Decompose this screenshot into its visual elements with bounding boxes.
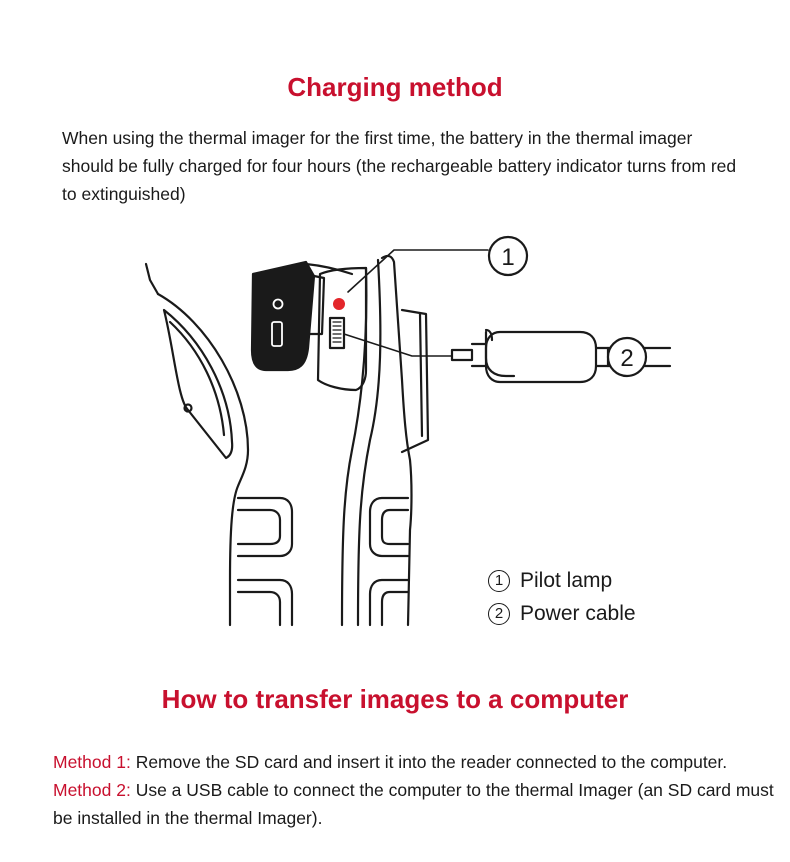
device-right-inner-curve <box>340 266 368 627</box>
right-grip-slot-2 <box>368 578 410 627</box>
callout-2-leader <box>343 333 453 357</box>
legend-number-1: 1 <box>488 569 510 592</box>
right-grip-slot-2-inner <box>380 590 410 627</box>
left-grip-slot-2 <box>236 578 294 627</box>
right-grip-slot-1-inner <box>380 508 410 546</box>
lens-housing-inner-line <box>168 320 226 437</box>
port-cover-flap <box>250 260 316 372</box>
flap-hinge-top <box>304 262 354 276</box>
flap-indicator-circle <box>272 298 284 310</box>
usb-plug-collar <box>470 342 488 368</box>
port-panel <box>316 266 368 392</box>
method-1-label: Method 1: <box>53 752 131 772</box>
method-1: Method 1: Remove the SD card and insert … <box>53 748 778 776</box>
method-1-text: Remove the SD card and insert it into th… <box>130 752 728 772</box>
device-right-side-line <box>356 258 382 627</box>
left-grip-slot-1-inner <box>236 508 282 546</box>
illustration-legend: 1 Pilot lamp 2 Power cable <box>488 564 636 630</box>
legend-item-pilot-lamp: 1 Pilot lamp <box>488 564 636 597</box>
usb-port-pins <box>332 321 342 343</box>
callout-1-number: 1 <box>501 244 514 271</box>
usb-plug-strain-relief <box>594 346 610 368</box>
usb-plug-tip <box>450 348 474 362</box>
device-right-edge-line <box>418 312 424 438</box>
method-2: Method 2: Use a USB cable to connect the… <box>53 776 778 832</box>
lens-housing-screw <box>183 403 193 413</box>
usb-plug-neck <box>484 330 516 378</box>
callout-2-number: 2 <box>620 345 633 372</box>
usb-plug-body <box>484 330 598 384</box>
left-grip-slot-2-inner <box>236 590 282 627</box>
legend-item-power-cable: 2 Power cable <box>488 597 636 630</box>
transfer-images-title: How to transfer images to a computer <box>161 684 629 714</box>
callout-1-badge: 1 <box>487 235 529 277</box>
charging-instructions: When using the thermal imager for the fi… <box>62 128 737 204</box>
lens-housing-outline <box>162 308 234 460</box>
device-left-outline <box>156 292 250 627</box>
callout-1-leader <box>347 249 489 293</box>
transfer-methods: Method 1: Remove the SD card and insert … <box>53 748 778 832</box>
device-right-back <box>380 254 413 627</box>
usb-plug-joint <box>484 328 494 342</box>
thermal-imager-drawing: 1 2 <box>144 235 672 627</box>
charging-method-title: Charging method <box>287 72 503 102</box>
legend-label-power-cable: Power cable <box>520 602 636 625</box>
device-left-edge <box>144 262 160 296</box>
flap-slot <box>271 321 283 347</box>
method-2-text: Use a USB cable to connect the computer … <box>53 780 774 828</box>
thermal-imager-illustration: 1 2 <box>130 230 690 630</box>
legend-label-pilot-lamp: Pilot lamp <box>520 569 613 592</box>
legend-number-2: 2 <box>488 602 510 625</box>
right-grip-slot-1 <box>368 496 410 558</box>
left-grip-slot-1 <box>236 496 294 558</box>
method-2-label: Method 2: <box>53 780 131 800</box>
callout-2-badge: 2 <box>606 336 648 378</box>
device-right-edge-panel <box>400 308 430 454</box>
pilot-lamp-indicator <box>333 298 345 310</box>
